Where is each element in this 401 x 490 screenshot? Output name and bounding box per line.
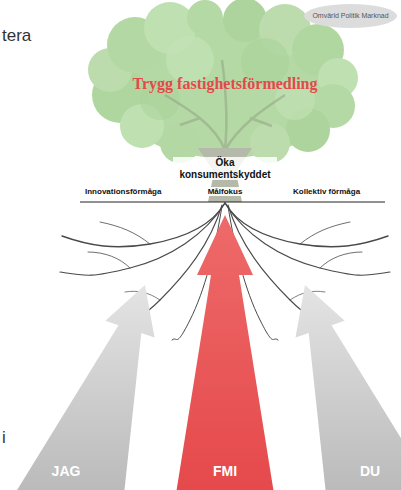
arrow-body xyxy=(175,215,275,490)
tree-title: Trygg fastighetsförmedling xyxy=(132,75,317,93)
branch-label: Kollektiv förmåga xyxy=(292,187,361,196)
context-cloud: Omvärld Politik Marknad xyxy=(304,4,397,28)
arrow-label: JAG xyxy=(52,464,81,479)
tree-part xyxy=(225,203,390,275)
context-text: Omvärld Politik Marknad xyxy=(312,12,388,20)
cut-off-text: i xyxy=(2,428,6,448)
tree-part xyxy=(300,222,350,244)
tree-part xyxy=(320,252,362,268)
tree-part xyxy=(165,60,285,150)
tree-part xyxy=(62,203,225,247)
branch-label: Målfokus xyxy=(207,187,244,196)
arrow-shape: DU xyxy=(295,285,401,490)
arrow-shape: FMI xyxy=(175,215,275,490)
arrow-outline xyxy=(175,215,275,490)
branch-label: Innovationsförmåga xyxy=(84,187,162,196)
tree-part xyxy=(100,222,150,244)
arrow-body xyxy=(296,285,401,490)
tree-part xyxy=(60,203,225,275)
tree-part xyxy=(225,203,388,247)
ground-line xyxy=(80,202,385,203)
arrow-label: FMI xyxy=(213,464,237,479)
arrow-outline xyxy=(16,285,155,490)
arrow-shape: JAG xyxy=(16,285,155,490)
arrow-body xyxy=(17,285,155,490)
cloud-shape xyxy=(304,4,397,28)
tree-part xyxy=(88,252,130,268)
arrow-outline xyxy=(295,285,401,490)
arrow-label: DU xyxy=(360,464,380,479)
cut-off-text: tera xyxy=(2,26,31,46)
tree-part xyxy=(187,0,223,36)
goal-label: Öka konsumentskyddet xyxy=(173,157,277,180)
tree-part xyxy=(107,18,343,158)
